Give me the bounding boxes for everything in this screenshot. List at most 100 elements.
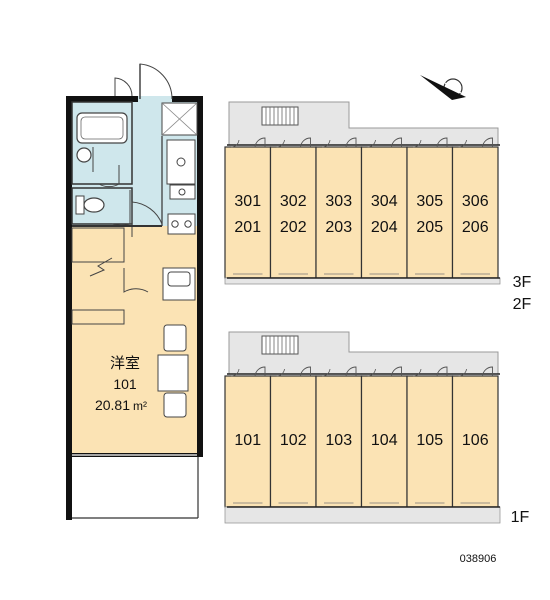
unit-label: 104: [371, 432, 398, 449]
upper-stair-steps: [265, 107, 295, 125]
stove-burner-1: [171, 220, 179, 228]
bath-sink-icon: [76, 147, 92, 163]
unit-label-bottom: 201: [234, 219, 261, 236]
unit-label-top: 303: [325, 193, 352, 210]
ground-unit-103: 103: [315, 366, 363, 508]
balcony-wall-corner: [66, 515, 72, 520]
toilet-icon: [83, 197, 105, 213]
unit-label-top: 304: [371, 193, 398, 210]
unit-label: 106: [462, 432, 489, 449]
door-swing-icon: [482, 366, 493, 377]
bathroom-walls: [71, 101, 133, 185]
ground-stairs-box: [261, 335, 299, 355]
room-type-label: 洋室: [110, 355, 140, 372]
room-area-unit: m²: [133, 399, 147, 413]
floor-label-1f: 1F: [511, 509, 530, 526]
bathroom-door-swing: [98, 165, 120, 188]
unit-floor: [360, 146, 408, 279]
bathtub-icon: [76, 112, 128, 144]
stairs-icon: [261, 335, 299, 355]
sink-icon: [176, 157, 186, 167]
unit-label: 102: [280, 432, 307, 449]
ground-unit-104: 104: [360, 366, 408, 508]
compass-needle: [420, 75, 466, 100]
door-swing-icon: [391, 366, 402, 377]
room-number-label: 101: [113, 376, 137, 392]
desk: [157, 354, 189, 392]
unit-floor: [269, 146, 317, 279]
meter-door-swing: [412, 139, 422, 148]
meter-door-swing: [276, 368, 285, 377]
ground-units: 101 102 103 104 105 106: [224, 366, 499, 508]
ground-stair-steps: [265, 336, 295, 354]
unit-floor: [315, 375, 363, 508]
meter-door-swing: [367, 368, 376, 377]
meter-door-swing: [321, 139, 331, 148]
room-door-swing: [131, 201, 163, 237]
meter-door-swing: [412, 368, 422, 377]
stove-icon: [167, 213, 196, 235]
meter-door-swing: [230, 368, 240, 377]
door-swing-icon: [254, 366, 266, 377]
low-shelf: [71, 309, 125, 325]
unit-floor: [451, 375, 499, 508]
balcony: [71, 456, 198, 518]
kitchen-tap: [178, 188, 186, 196]
north-arrow-icon: [420, 75, 466, 100]
unit-floor: [224, 146, 272, 279]
door-swing-icon: [254, 137, 266, 148]
door-swing-icon: [436, 137, 448, 148]
ground-garden: [224, 506, 501, 524]
upper-stairs-box: [261, 106, 299, 126]
washer-drum: [167, 271, 191, 287]
ground-unit-105: 105: [406, 366, 454, 508]
stove-burner-2: [184, 220, 192, 228]
door-swing-icon: [300, 366, 311, 377]
door-swing-icon: [391, 137, 402, 148]
door-swing-icon: [436, 366, 448, 377]
unit-label: 103: [325, 432, 352, 449]
entry-door-gap: [138, 96, 172, 102]
bathtub-inner: [80, 116, 124, 140]
door-swing-icon: [345, 137, 357, 148]
meter-door-swing: [458, 368, 467, 377]
outer-wall-left: [66, 96, 72, 520]
unit-label-top: 306: [462, 193, 489, 210]
meter-door-swing: [321, 368, 331, 377]
property-code: 038906: [460, 553, 497, 565]
upper-unit-306-206: 306 206: [451, 137, 499, 279]
meter-door-swing: [367, 139, 376, 148]
unit-label-bottom: 203: [325, 219, 352, 236]
unit-label-top: 302: [280, 193, 307, 210]
door-swing-icon: [345, 366, 357, 377]
floor-label-2f: 2F: [513, 296, 532, 313]
stool-2: [163, 392, 187, 418]
ground-unit-102: 102: [269, 366, 317, 508]
unit-label-bottom: 206: [462, 219, 489, 236]
ground-unit-101: 101: [224, 366, 272, 508]
unit-floor: [451, 146, 499, 279]
unit-label-top: 305: [416, 193, 443, 210]
closet-fold-mark: [89, 257, 113, 277]
unit-label: 105: [416, 432, 443, 449]
room-area-value: 20.81: [95, 397, 130, 413]
meter-door-swing: [276, 139, 285, 148]
unit-floor: [315, 146, 363, 279]
compass-highlight: [444, 82, 462, 94]
closet-door-swing: [123, 268, 149, 293]
upper-balcony: [224, 277, 501, 285]
unit-floor: [406, 146, 454, 279]
floor-label-3f: 3F: [513, 274, 532, 291]
floor-plan-ground: 101 102 103 104 105 106 1F: [224, 331, 530, 526]
unit-label: 101: [234, 432, 261, 449]
stool-1: [163, 324, 187, 352]
